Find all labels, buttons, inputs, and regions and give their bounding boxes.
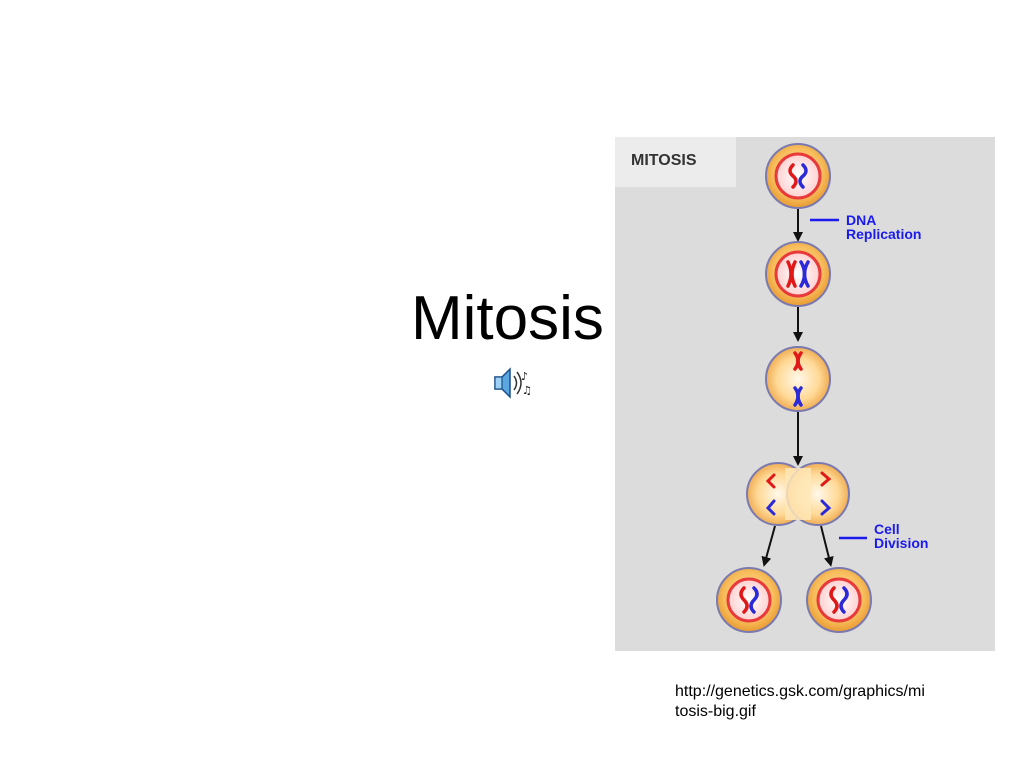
mitosis-diagram: MITOSIS bbox=[615, 137, 995, 651]
daughter-cell-right bbox=[806, 567, 872, 633]
svg-text:♫: ♫ bbox=[522, 384, 532, 397]
daughter-cell-left bbox=[716, 567, 782, 633]
chromosome-blue bbox=[798, 163, 808, 189]
chromosome-red bbox=[788, 163, 798, 189]
svg-text:♪: ♪ bbox=[521, 370, 528, 383]
label-cell-division: Cell Division bbox=[874, 522, 928, 550]
label-dna-replication: DNA Replication bbox=[846, 213, 921, 241]
diagram-header: MITOSIS bbox=[615, 137, 736, 187]
mitosis-stages bbox=[716, 143, 872, 633]
source-url[interactable]: http://genetics.gsk.com/graphics/mi tosi… bbox=[675, 682, 965, 722]
cell-replicated bbox=[765, 241, 831, 307]
cell-metaphase bbox=[765, 346, 831, 412]
source-url-line1: http://genetics.gsk.com/graphics/mi bbox=[675, 683, 925, 700]
label-dna-replication-line2: Replication bbox=[846, 226, 922, 242]
speaker-sound-icon[interactable]: ♪ ♫ bbox=[492, 364, 532, 402]
label-cell-division-line1: Cell bbox=[874, 521, 900, 537]
diagram-header-text: MITOSIS bbox=[631, 152, 697, 169]
slide-title: Mitosis bbox=[411, 284, 604, 353]
label-cell-division-line2: Division bbox=[874, 535, 929, 551]
cell-dividing bbox=[746, 462, 850, 526]
source-url-line2: tosis-big.gif bbox=[675, 703, 756, 720]
arrow-4a bbox=[761, 525, 776, 567]
label-dna-replication-line1: DNA bbox=[846, 212, 877, 228]
arrow-4b bbox=[820, 525, 834, 567]
cell-interphase bbox=[765, 143, 831, 209]
